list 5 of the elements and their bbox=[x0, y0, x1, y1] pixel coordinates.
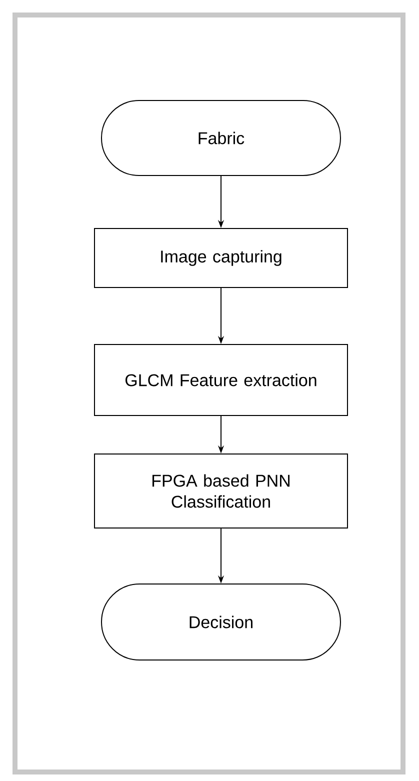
process-box: Image capturing bbox=[94, 228, 348, 288]
process-box: FPGA based PNN Classification bbox=[94, 454, 348, 528]
process-box: GLCM Feature extraction bbox=[94, 344, 348, 416]
terminal-box: Fabric bbox=[101, 100, 341, 176]
terminal-box: Decision bbox=[101, 584, 341, 660]
